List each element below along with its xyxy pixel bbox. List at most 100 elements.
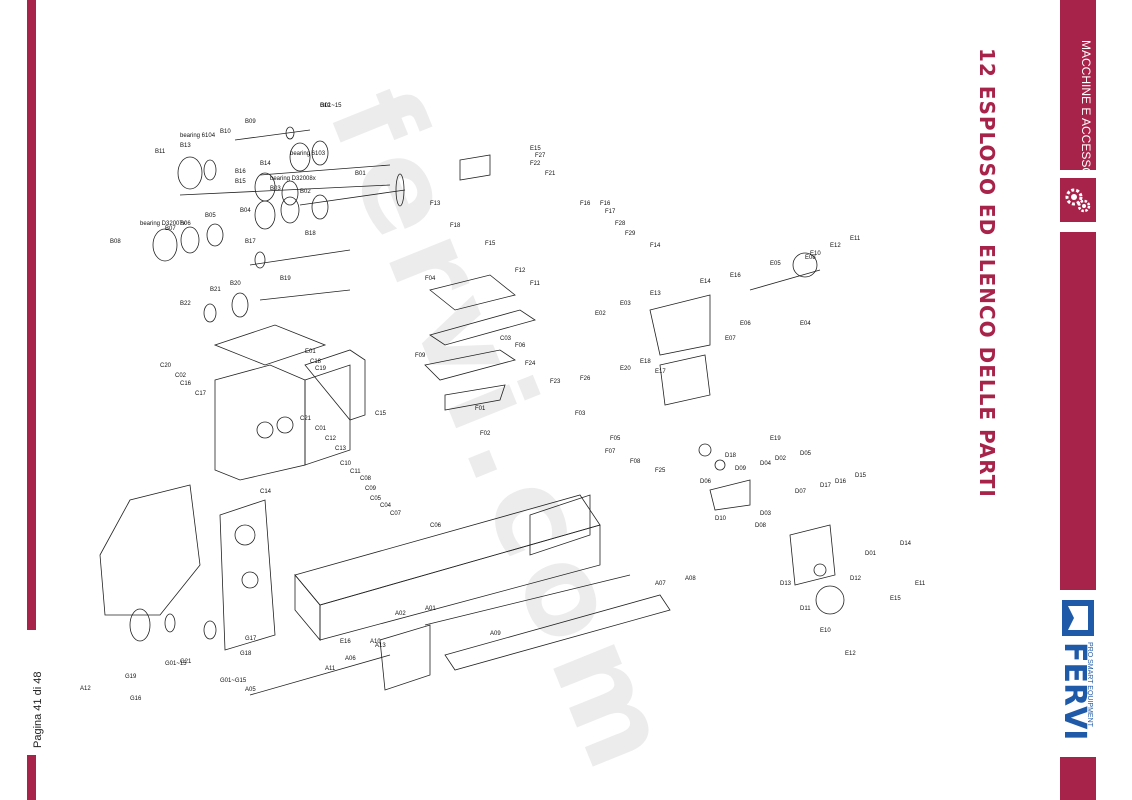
apron-assembly bbox=[698, 443, 845, 615]
part-label: F08 bbox=[630, 459, 641, 465]
part-label: C06 bbox=[430, 523, 442, 529]
part-label: D04 bbox=[760, 461, 772, 467]
stand-panel bbox=[99, 484, 276, 651]
left-accent-bar-bottom bbox=[27, 755, 36, 800]
part-label: C09 bbox=[365, 486, 377, 492]
left-accent-bar bbox=[27, 0, 36, 630]
part-label: F21 bbox=[545, 171, 556, 177]
part-label: A08 bbox=[685, 576, 696, 582]
part-label: F02 bbox=[480, 431, 491, 437]
part-label: D16 bbox=[835, 479, 847, 485]
part-label: B08 bbox=[110, 239, 121, 245]
part-label: B14 bbox=[260, 161, 271, 167]
part-label: C18 bbox=[310, 359, 322, 365]
part-label: A11 bbox=[325, 666, 336, 672]
part-label: C05 bbox=[370, 496, 382, 502]
sidebar-band bbox=[1060, 232, 1096, 590]
part-label: F04 bbox=[425, 276, 436, 282]
part-label: B06 bbox=[180, 221, 191, 227]
part-label: E13 bbox=[650, 291, 661, 297]
part-label: G16 bbox=[130, 696, 142, 702]
part-label: E11 bbox=[915, 581, 926, 587]
part-label: B13 bbox=[180, 143, 191, 149]
part-label: B10 bbox=[220, 129, 231, 135]
part-label: E01 bbox=[305, 349, 316, 355]
part-label: D14 bbox=[900, 541, 912, 547]
part-label: B19 bbox=[280, 276, 291, 282]
part-label: F25 bbox=[655, 468, 666, 474]
part-label: D02 bbox=[775, 456, 787, 462]
part-label: D08 bbox=[755, 523, 767, 529]
part-label: B22 bbox=[180, 301, 191, 307]
part-label: E18 bbox=[640, 359, 651, 365]
part-label: B20 bbox=[230, 281, 241, 287]
gears-icon bbox=[1060, 178, 1096, 222]
part-label: D03 bbox=[760, 511, 772, 517]
part-label: C17 bbox=[195, 391, 207, 397]
part-label: E04 bbox=[800, 321, 811, 327]
part-label: E07 bbox=[725, 336, 736, 342]
category-label: MACCHINE E ACCESSORI bbox=[1079, 40, 1093, 189]
part-label: D05 bbox=[800, 451, 812, 457]
part-label: B03 bbox=[270, 186, 281, 192]
part-label: D07 bbox=[795, 489, 807, 495]
part-label: D13 bbox=[780, 581, 792, 587]
part-label: C07 bbox=[390, 511, 402, 517]
part-label: bearing D32007x bbox=[140, 221, 186, 227]
right-sidebar: MACCHINE E ACCESSORI bbox=[1060, 0, 1096, 800]
part-label: G01~15 bbox=[320, 103, 342, 109]
part-label: F09 bbox=[415, 353, 426, 359]
brand-tagline: PRO SMART EQUIPMENT bbox=[1086, 642, 1093, 727]
part-label: B15 bbox=[235, 179, 246, 185]
part-label: C11 bbox=[350, 469, 361, 475]
part-label: D11 bbox=[800, 606, 811, 612]
part-label: E12 bbox=[830, 243, 841, 249]
lathe-bed bbox=[294, 494, 601, 642]
part-label: F26 bbox=[580, 376, 591, 382]
part-label: E19 bbox=[770, 436, 781, 442]
part-label: F24 bbox=[525, 361, 536, 367]
part-label: B11 bbox=[155, 149, 166, 155]
part-label: G21 bbox=[180, 659, 192, 665]
part-label: F01 bbox=[475, 406, 486, 412]
headstock-gearbox bbox=[213, 324, 366, 481]
part-label: F17 bbox=[605, 209, 616, 215]
part-label: C08 bbox=[360, 476, 372, 482]
part-label: A12 bbox=[80, 686, 91, 692]
part-label: E12 bbox=[845, 651, 856, 657]
part-label: B07 bbox=[165, 226, 176, 232]
part-label: F07 bbox=[605, 449, 616, 455]
part-label: E14 bbox=[700, 279, 711, 285]
page-title: 12 ESPLOSO ED ELENCO DELLE PARTI bbox=[975, 48, 999, 498]
sidebar-band-bottom bbox=[1060, 757, 1096, 800]
part-label: E16 bbox=[340, 639, 351, 645]
part-label: D01 bbox=[865, 551, 877, 557]
part-label: F06 bbox=[515, 343, 526, 349]
part-label: F23 bbox=[550, 379, 561, 385]
part-label: D18 bbox=[725, 453, 737, 459]
part-label: E20 bbox=[620, 366, 631, 372]
part-label: D10 bbox=[715, 516, 727, 522]
part-label: E17 bbox=[655, 369, 666, 375]
part-label: F13 bbox=[430, 201, 441, 207]
part-label: F27 bbox=[535, 153, 546, 159]
part-label: F16 bbox=[600, 201, 611, 207]
part-label: E10 bbox=[820, 628, 831, 634]
part-label: A13 bbox=[375, 643, 386, 649]
part-label: D15 bbox=[855, 473, 867, 479]
part-label: C12 bbox=[325, 436, 337, 442]
part-label: B01 bbox=[355, 171, 366, 177]
part-label: A02 bbox=[395, 611, 406, 617]
part-label: E16 bbox=[730, 273, 741, 279]
part-label: F11 bbox=[530, 281, 541, 287]
part-label: E05 bbox=[770, 261, 781, 267]
part-label: E06 bbox=[740, 321, 751, 327]
category-tab: MACCHINE E ACCESSORI bbox=[1060, 0, 1096, 189]
part-label: B02 bbox=[300, 189, 311, 195]
carriage-assembly bbox=[424, 154, 536, 411]
part-label: G17 bbox=[245, 636, 257, 642]
part-label: E15 bbox=[530, 146, 541, 152]
part-label: E02 bbox=[595, 311, 606, 317]
part-label: B12 bbox=[320, 103, 331, 109]
part-label: A10 bbox=[370, 639, 381, 645]
